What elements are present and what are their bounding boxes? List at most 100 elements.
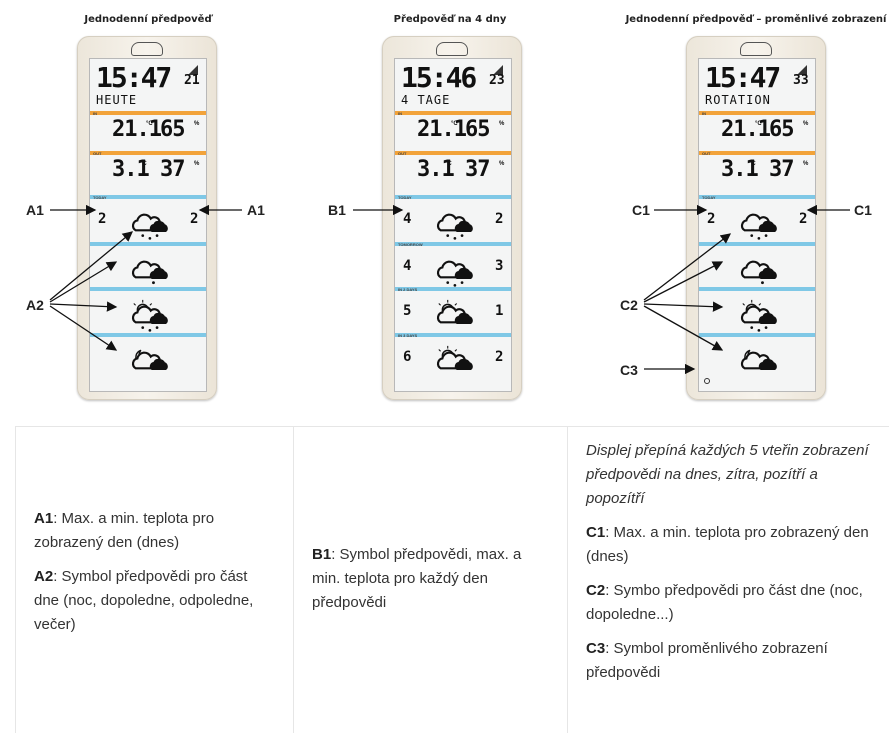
forecast-max-temp: 4 — [403, 211, 412, 227]
outdoor-humidity: 37 — [769, 157, 794, 182]
desc-c2: C2: Symbo předpovědi pro část dne (noc, … — [586, 582, 863, 623]
forecast-max-temp: 4 — [403, 258, 412, 274]
clock-display: 15:47 — [705, 61, 781, 94]
indoor-temperature: 21.1 — [417, 117, 467, 142]
arrow-c2-2 — [643, 261, 724, 303]
indoor-hum-unit: % — [499, 121, 505, 127]
outdoor-temp-unit: °C — [140, 161, 147, 167]
description-col-a: A1: Max. a min. teplota pro zobrazený de… — [15, 427, 293, 733]
outdoor-hum-unit: % — [803, 161, 809, 167]
callout-c2: C2 — [620, 297, 638, 313]
indoor-temp-unit: °C — [451, 121, 458, 127]
rain-cloud-icon — [735, 254, 781, 293]
outdoor-hum-unit: % — [499, 161, 505, 167]
callout-c1-left: C1 — [632, 202, 650, 218]
indoor-bar: IN — [699, 111, 815, 116]
arrow-a2-4 — [49, 305, 118, 351]
outdoor-humidity: 37 — [160, 157, 185, 182]
cloud-logo-icon — [740, 42, 772, 56]
rain-cloud-icon — [126, 254, 172, 293]
seconds-display: 23 — [489, 73, 505, 88]
indoor-bar: IN — [395, 111, 511, 116]
forecast-min-temp: 2 — [190, 211, 199, 227]
indoor-hum-unit: % — [803, 121, 809, 127]
forecast-min-temp: 3 — [495, 258, 504, 274]
forecast-bar — [699, 333, 815, 337]
forecast-max-temp: 5 — [403, 303, 412, 319]
description-col-b: B1: Symbol předpovědi, max. a min. teplo… — [293, 427, 567, 733]
forecast-row — [90, 299, 206, 333]
outdoor-temperature: 3.1 — [721, 157, 759, 182]
forecast-min-temp: 2 — [799, 211, 808, 227]
seconds-display: 21 — [184, 73, 200, 88]
indoor-humidity: 65 — [769, 117, 794, 142]
desc-c1: C1: Max. a min. teplota pro zobrazený de… — [586, 524, 869, 565]
forecast-bar — [90, 333, 206, 337]
forecast-row — [90, 254, 206, 288]
radio-signal-icon — [797, 65, 807, 75]
forecast-min-temp: 1 — [495, 303, 504, 319]
forecast-bar — [90, 287, 206, 291]
forecast-bar: TODAY — [699, 195, 815, 200]
outdoor-humidity: 37 — [465, 157, 490, 182]
outdoor-temperature: 3.1 — [417, 157, 455, 182]
callout-arrows — [49, 204, 850, 375]
sun-cloud-snow-icon — [735, 299, 781, 338]
description-table: A1: Max. a min. teplota pro zobrazený de… — [15, 426, 889, 733]
cloud-logo-icon — [436, 42, 468, 56]
desc-a2: A2: Symbol předpovědi pro část dne (noc,… — [34, 568, 254, 633]
desc-a1: A1: Max. a min. teplota pro zobrazený de… — [34, 510, 215, 551]
forecast-min-temp: 2 — [495, 211, 504, 227]
callout-c3: C3 — [620, 362, 638, 378]
forecast-bar: TODAY — [90, 195, 206, 200]
snow-cloud-icon — [431, 254, 477, 293]
mode-text: ROTATION — [705, 93, 771, 107]
cloud-logo-icon — [131, 42, 163, 56]
rotation-indicator-icon — [704, 378, 710, 384]
outdoor-hum-unit: % — [194, 161, 200, 167]
indoor-hum-unit: % — [194, 121, 200, 127]
callout-c1-right: C1 — [854, 202, 872, 218]
desc-c-intro: Displej přepíná každých 5 vteřin zobraze… — [586, 442, 869, 507]
clock-display: 15:47 — [96, 61, 172, 94]
forecast-bar — [699, 287, 815, 291]
indoor-temp-unit: °C — [146, 121, 153, 127]
sun-cloud-snow-icon — [126, 299, 172, 338]
outdoor-temp-unit: °C — [749, 161, 756, 167]
forecast-bar: TOMORROW — [395, 242, 511, 247]
indoor-temperature: 21.1 — [112, 117, 162, 142]
moon-cloud-icon — [735, 345, 781, 384]
indoor-bar: IN — [90, 111, 206, 116]
desc-c3: C3: Symbol proměnlivého zobrazení předpo… — [586, 640, 828, 681]
snow-cloud-icon — [126, 207, 172, 246]
outdoor-temperature: 3.1 — [112, 157, 150, 182]
panel-title-4days: Předpověď na 4 dny — [393, 14, 507, 25]
forecast-row — [699, 299, 815, 333]
forecast-bar — [699, 242, 815, 246]
indoor-temp-unit: °C — [755, 121, 762, 127]
sun-cloud-icon — [431, 299, 477, 338]
outdoor-temp-unit: °C — [445, 161, 452, 167]
sun-cloud-icon — [431, 345, 477, 384]
desc-b1: B1: Symbol předpovědi, max. a min. teplo… — [312, 546, 522, 611]
outdoor-bar: OUT — [90, 151, 206, 156]
arrow-c2-3 — [643, 301, 724, 312]
forecast-row — [699, 345, 815, 379]
callout-a1-left: A1 — [26, 202, 44, 218]
description-col-c: Displej přepíná každých 5 vteřin zobraze… — [567, 427, 889, 733]
forecast-bar — [90, 242, 206, 246]
forecast-bar: IN 3 DAYS — [395, 333, 511, 338]
snow-cloud-icon — [735, 207, 781, 246]
arrow-c2-4 — [643, 305, 724, 351]
panel-title-rotation: Jednodenní předpověď – proměnlivé zobraz… — [625, 14, 887, 25]
indoor-humidity: 65 — [465, 117, 490, 142]
mode-text: HEUTE — [96, 93, 138, 107]
indoor-temperature: 21.1 — [721, 117, 771, 142]
